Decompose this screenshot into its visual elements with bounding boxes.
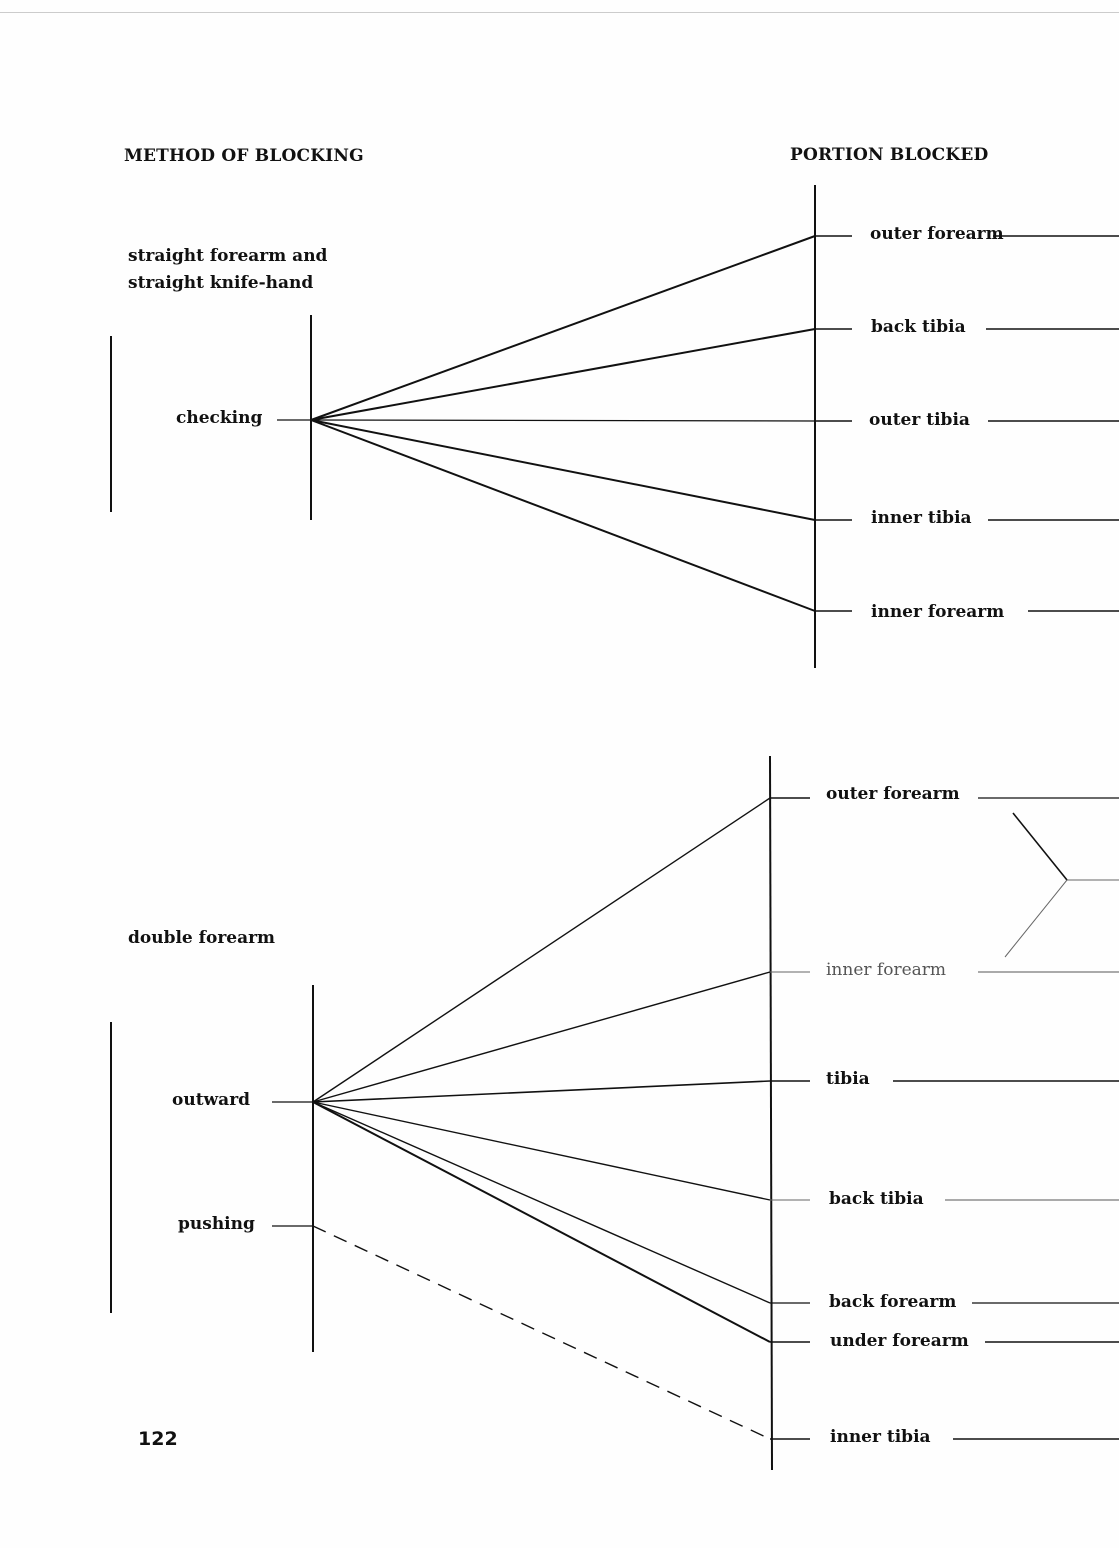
portion-blocked-header: PORTION BLOCKED xyxy=(790,145,989,165)
fan-checking-back-tibia xyxy=(310,328,816,421)
portion-outer-forearm: outer forearm xyxy=(870,224,1004,244)
method-outward: outward xyxy=(172,1090,251,1110)
portion-back-forearm-2: back forearm xyxy=(829,1292,957,1312)
portion-inner-forearm-2: inner forearm xyxy=(826,960,947,980)
page-number: 122 xyxy=(138,1428,178,1450)
portion-outer-tibia: outer tibia xyxy=(869,410,970,430)
section-1-group-label-line2: straight knife-hand xyxy=(128,273,314,293)
portion-back-tibia-2: back tibia xyxy=(829,1189,924,1209)
fan-outward-back-tibia xyxy=(312,1101,771,1201)
portion-outer-forearm-2: outer forearm xyxy=(826,784,960,804)
fan-checking-outer-forearm xyxy=(310,235,816,421)
fan-outward-inner-forearm xyxy=(312,971,771,1103)
section-2-group-label: double forearm xyxy=(128,928,276,948)
portion-back-tibia: back tibia xyxy=(871,317,966,337)
merge-lower-branch xyxy=(1004,879,1068,958)
fan-outward-under-forearm xyxy=(312,1101,771,1343)
method-pushing: pushing xyxy=(178,1214,255,1234)
fan-checking-inner-forearm xyxy=(310,419,816,612)
section-2-portion-bar xyxy=(769,755,773,1471)
fan-outward-back-forearm xyxy=(312,1101,771,1304)
portion-inner-forearm: inner forearm xyxy=(871,602,1005,622)
fan-checking-outer-tibia xyxy=(310,419,816,422)
method-checking: checking xyxy=(176,408,263,428)
merge-upper-branch xyxy=(1012,812,1068,881)
fan-checking-inner-tibia xyxy=(310,419,816,521)
portion-inner-tibia-2: inner tibia xyxy=(830,1427,931,1447)
scan-top-edge xyxy=(0,0,1119,13)
portion-tibia-2: tibia xyxy=(826,1069,870,1089)
fan-outward-tibia xyxy=(312,1080,771,1103)
section-1-group-label-line1: straight forearm and xyxy=(128,246,328,266)
fan-outward-outer-forearm xyxy=(312,797,771,1103)
portion-inner-tibia: inner tibia xyxy=(871,508,972,528)
method-of-blocking-header: METHOD OF BLOCKING xyxy=(124,146,364,166)
portion-under-forearm-2: under forearm xyxy=(830,1331,969,1351)
fan-pushing-inner-tibia xyxy=(312,1225,771,1440)
